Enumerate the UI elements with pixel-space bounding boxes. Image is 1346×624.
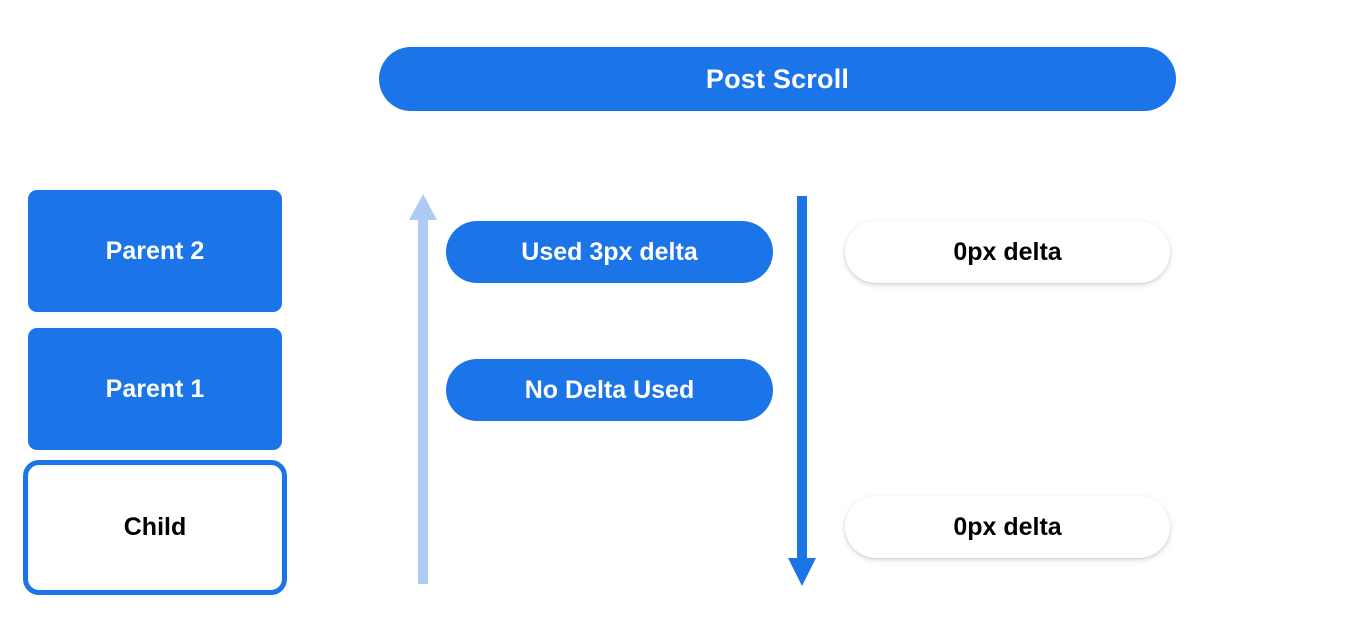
node-parent-1-label: Parent 1 bbox=[105, 374, 205, 403]
remaining-pill-top: 0px delta bbox=[845, 221, 1170, 283]
remaining-pill-top-label: 0px delta bbox=[953, 237, 1062, 266]
remaining-pill-bottom-label: 0px delta bbox=[953, 512, 1062, 541]
dispatch-down-arrow-icon bbox=[788, 196, 816, 586]
node-child-label: Child bbox=[123, 513, 187, 541]
consumed-pill-used-3px: Used 3px delta bbox=[446, 221, 773, 283]
bubble-up-arrow-icon bbox=[409, 194, 437, 584]
consumed-pill-no-delta-label: No Delta Used bbox=[524, 375, 695, 404]
node-parent-1: Parent 1 bbox=[28, 328, 282, 450]
header-title: Post Scroll bbox=[705, 63, 850, 94]
node-child: Child bbox=[23, 460, 287, 595]
consumed-pill-used-3px-label: Used 3px delta bbox=[521, 237, 698, 266]
node-parent-2: Parent 2 bbox=[28, 190, 282, 312]
header-banner: Post Scroll bbox=[379, 47, 1176, 111]
consumed-pill-no-delta: No Delta Used bbox=[446, 359, 773, 421]
node-parent-2-label: Parent 2 bbox=[105, 236, 205, 265]
remaining-pill-bottom: 0px delta bbox=[845, 496, 1170, 558]
